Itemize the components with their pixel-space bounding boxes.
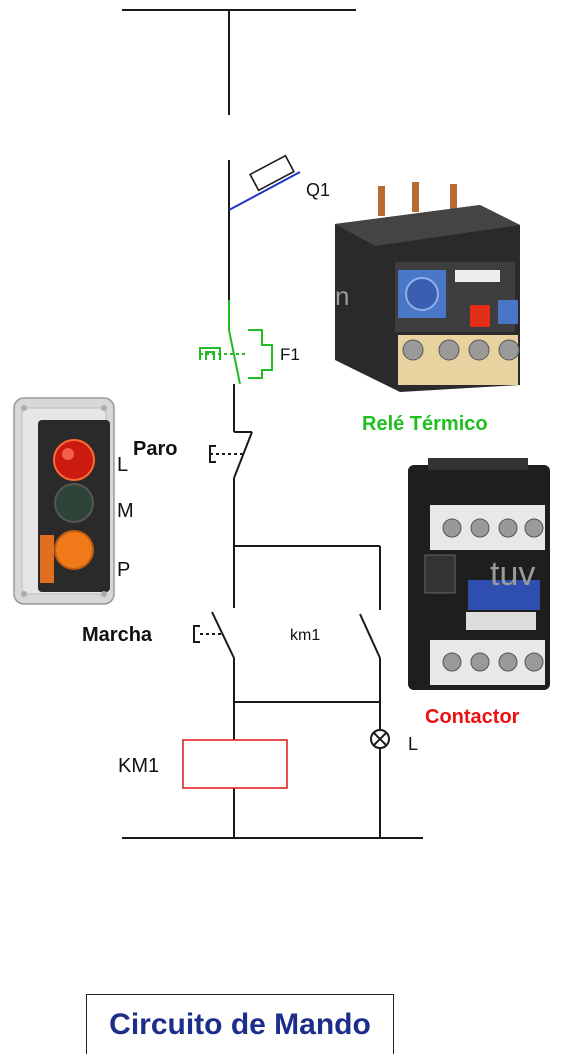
marcha-label: Marcha: [82, 624, 153, 646]
fuse-q1: [228, 154, 301, 300]
thermal-relay-image: [335, 182, 520, 392]
rele-termico-label: Relé Térmico: [362, 413, 488, 435]
caption-box: Circuito de Mando: [86, 994, 394, 1054]
km1-auxiliary-contact: [359, 613, 381, 659]
marcha-start-contact: [193, 611, 235, 659]
diagram-caption: Circuito de Mando: [109, 1007, 371, 1041]
push-button-station-image: [13, 397, 115, 605]
watermark-tuv: tuv: [490, 555, 535, 593]
main-wiring: [233, 478, 381, 838]
green-button: [54, 483, 94, 523]
signal-lamp: [370, 729, 390, 749]
paro-label: Paro: [133, 438, 177, 460]
watermark-n: n: [335, 281, 349, 311]
km1-contact-label: km1: [290, 627, 320, 644]
lamp-label: L: [408, 734, 418, 754]
contactor-label: Contactor: [425, 706, 520, 728]
f1-label: F1: [280, 345, 300, 364]
q1-label: Q1: [306, 180, 330, 200]
coil-km1-label: KM1: [118, 755, 159, 777]
button-l-label: L: [117, 454, 128, 476]
coil-km1: [182, 739, 288, 789]
contactor-image: [408, 458, 550, 690]
button-p-label: P: [117, 559, 130, 581]
red-pilot-lamp: [53, 439, 95, 481]
orange-button: [54, 530, 94, 570]
button-m-label: M: [117, 500, 134, 522]
thermal-relay-f1: [199, 300, 273, 385]
paro-stop-contact: [209, 431, 253, 479]
